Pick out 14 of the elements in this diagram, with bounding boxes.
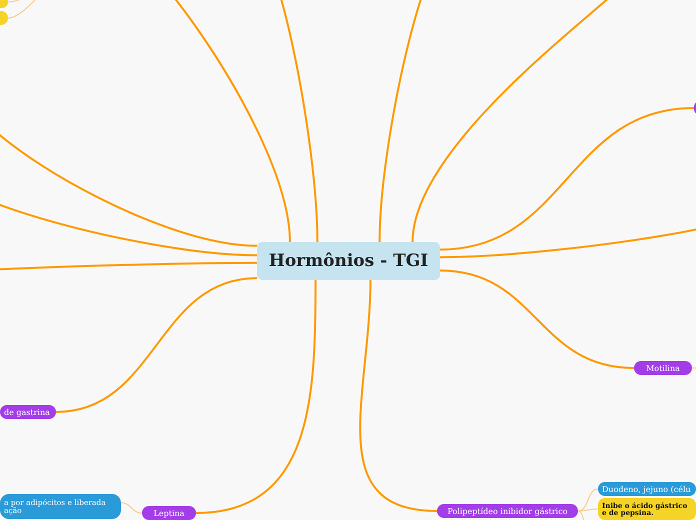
topic-pill: Motilina: [634, 361, 692, 375]
topic-pill: Leptina: [142, 506, 196, 520]
subtopic-pill: Duodeno, jejuno (célu: [598, 482, 696, 496]
connector-line: [359, 280, 438, 512]
connector-line: [578, 508, 598, 512]
topic-pill: de gastrina: [0, 405, 56, 419]
connector-line: [440, 270, 634, 369]
connector-line: [578, 488, 598, 512]
topic-pill: Polipeptídeo inibidor gástrico: [437, 504, 578, 518]
topic-box: Hormônios - TGI: [257, 242, 440, 280]
connector-line: [120, 502, 142, 514]
connector-line: [578, 510, 584, 520]
connector-line: [56, 277, 258, 413]
connector-line: [196, 280, 317, 514]
